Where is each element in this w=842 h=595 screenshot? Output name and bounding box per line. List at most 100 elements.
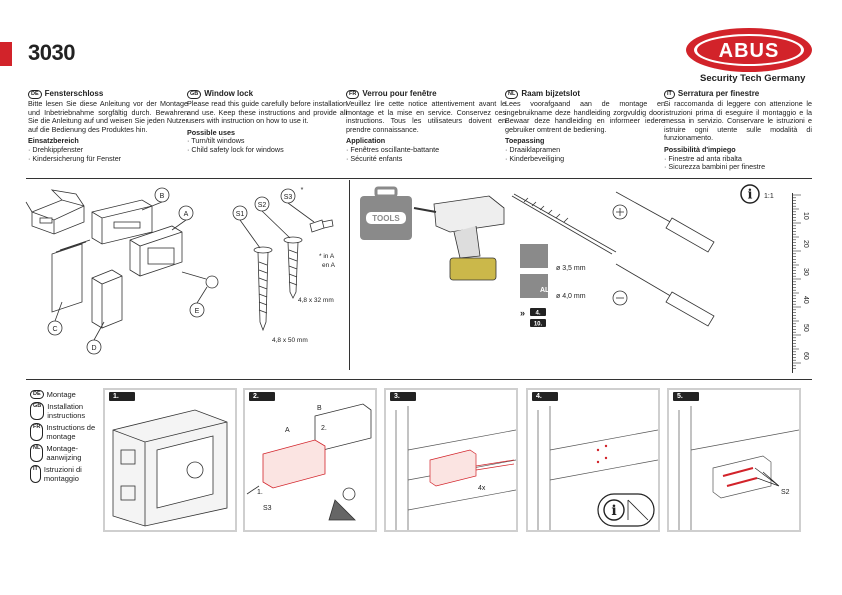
step-label-b: B (317, 405, 322, 412)
use-item: Turn/tilt windows (187, 137, 347, 146)
wood-material-icon (520, 244, 548, 268)
ruler-tick-label: 50 (802, 324, 809, 332)
screwdriver-phillips-icon (612, 191, 715, 253)
svg-text:i: i (611, 503, 616, 519)
column-subtitle: Possibilità d'impiego (664, 144, 736, 154)
label-s3: S3 (284, 194, 293, 201)
label-e: E (195, 308, 200, 315)
lang-label: Installation instructions (47, 402, 86, 420)
column-subtitle: Toepassing (505, 136, 545, 146)
step-label-a: A (285, 427, 290, 434)
column-title: Fensterschloss (44, 89, 104, 99)
step-label-1: 1. (257, 489, 263, 496)
column-intro-text: Lees voorafgaand aan de montage en ingeb… (505, 99, 665, 134)
column-intro-text: Si raccomanda di leggere con attenzione … (664, 99, 812, 143)
ruler-tick-label: 30 (802, 268, 809, 276)
use-item: Finestre ad anta ribalta (664, 154, 812, 164)
red-page-tab (0, 42, 12, 66)
use-item: Child safety lock for windows (187, 145, 347, 155)
lang-label: Montage (46, 390, 76, 399)
aluminium-material-icon (520, 274, 548, 298)
column-title: Serratura per finestre (677, 89, 760, 99)
label-s2: S2 (258, 202, 267, 209)
use-item: Sécurité enfants (346, 154, 506, 164)
lang-badge-gb: GB (187, 90, 202, 99)
lang-badge: DE (30, 390, 44, 399)
use-item: Fenêtres oscillante-battante (346, 145, 506, 155)
lang-label: Istruzioni di montaggio (43, 465, 82, 483)
step-ref-10: 10. (534, 322, 543, 328)
lang-badge-it: IT (664, 90, 675, 99)
step-panel-2: 2. A B 1. 2. S3 (243, 388, 377, 532)
svg-text:ABUS: ABUS (719, 40, 780, 62)
step-number: 3. (390, 392, 416, 401)
divider-bottom (26, 379, 812, 380)
column-subtitle: Possible uses (187, 127, 235, 137)
ruler: 10 20 30 40 50 60 (792, 193, 809, 373)
ruler-tick-label: 10 (802, 212, 809, 220)
model-number: 3030 (28, 40, 75, 65)
column-intro-text: Veuillez lire cette notice attentivement… (346, 99, 506, 134)
use-item: Draaiklapramen (505, 145, 665, 155)
ruler-scale: 1:1 (764, 193, 774, 200)
step-reference: » 4. 10. (520, 308, 546, 328)
info-icon: i (597, 493, 655, 527)
lang-badge: GB (30, 402, 45, 420)
step-label-2: 2. (321, 425, 327, 432)
step-number: 1. (109, 392, 135, 401)
screw-count: 4x (478, 485, 486, 492)
ruler-tick-label: 40 (802, 296, 809, 304)
column-title: Raam bijzetslot (521, 89, 581, 99)
lang-badge: IT (30, 465, 41, 483)
al-label: AL (540, 287, 550, 294)
label-b: B (160, 193, 165, 200)
screw-note: * in A (319, 253, 335, 260)
column-intro-text: Please read this guide carefully before … (187, 99, 347, 126)
label-d: D (91, 345, 96, 352)
drilling-marks-illustration: i (537, 406, 658, 530)
column-subtitle: Application (346, 136, 386, 146)
step-panel-3: 3. 4x (384, 388, 518, 532)
column-subtitle: Einsatzbereich (28, 136, 79, 146)
toolbox-icon: TOOLS (360, 186, 412, 240)
step-label-s3: S3 (263, 505, 272, 512)
tools-illustration: TOOLS AL ø 3,5 mm ø 4,0 mm » 4. 10. (360, 184, 774, 328)
parts-illustration: B A C D E S1 S2 S3 * * in A en A 4,8 x 3… (25, 187, 336, 355)
use-item: Kinderbeveiliging (505, 154, 665, 164)
step-number: 4. (532, 392, 558, 401)
drill-icon (413, 195, 505, 281)
step-panel-1: 1. (103, 388, 237, 532)
svg-text:»: » (520, 308, 525, 318)
drill-size-alu: ø 4,0 mm (556, 293, 586, 300)
step-panel-4: 4. i (526, 388, 660, 532)
drill-size-wood: ø 3,5 mm (556, 265, 586, 272)
step-panel-5: 5. S2 (667, 388, 801, 532)
label-c: C (52, 326, 57, 333)
svg-text:i: i (748, 188, 753, 203)
screwdriver-flat-icon (612, 263, 715, 327)
ruler-tick-label: 20 (802, 240, 809, 248)
lang-badge-de: DE (28, 90, 42, 99)
disassembly-illustration: A B 1. 2. S3 (246, 403, 372, 521)
screw-size-large: 4,8 x 50 mm (272, 337, 308, 344)
use-item: Sicurezza bambini per finestre (664, 163, 812, 172)
step-label-s2: S2 (781, 489, 790, 496)
use-item: Kindersicherung für Fenster (28, 154, 188, 164)
step-number: 2. (249, 392, 275, 401)
lock-closeup-illustration (112, 409, 228, 527)
brand-tagline: Security Tech Germany (700, 73, 806, 84)
lang-badge: NL (30, 444, 44, 462)
lang-label: Montage-aanwijzing (46, 444, 82, 462)
use-item: Drehkippfenster (28, 145, 188, 155)
label-a: A (184, 211, 189, 218)
asterisk: * (301, 187, 304, 194)
